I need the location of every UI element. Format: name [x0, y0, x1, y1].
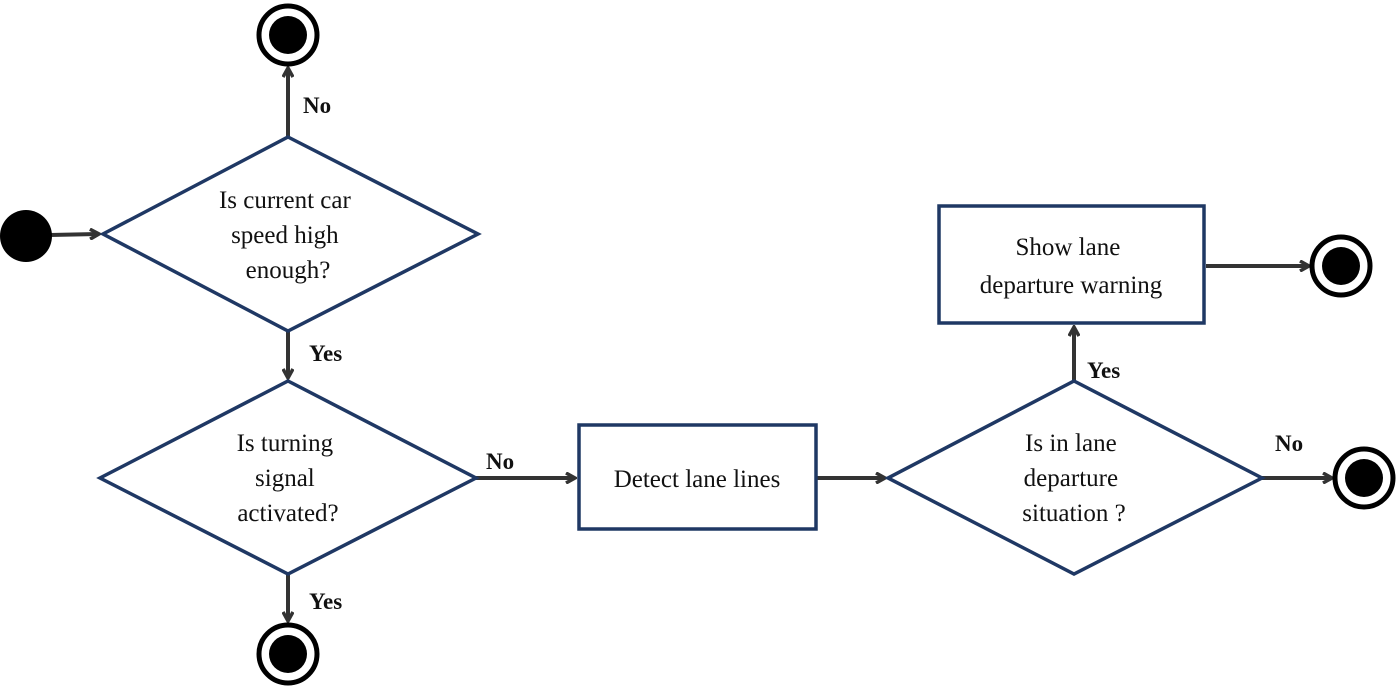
decision-speed-line-3: enough? [246, 257, 331, 284]
label-departure-no: No [1275, 431, 1303, 456]
decision-speed: Is current car speed high enough? [99, 135, 482, 333]
label-speed-no: No [303, 93, 331, 118]
start-node [0, 210, 52, 262]
svg-text:Is in lane departure: Is in lane departure situation ? [1022, 430, 1125, 527]
svg-text:Is turning signal: Is turning signal activated? [237, 430, 340, 527]
process-detect: Detect lane lines [577, 423, 818, 531]
decision-signal-line-2: signal [255, 465, 315, 492]
end-node-top [256, 3, 320, 67]
label-speed-yes: Yes [309, 341, 342, 366]
process-detect-line-1: Detect lane lines [614, 466, 781, 493]
process-warning: Show lane departure warning [937, 204, 1206, 325]
end-node-bottom [256, 622, 320, 686]
decision-speed-line-1: Is current car [219, 187, 352, 214]
edge-start-to-speed [49, 234, 98, 235]
label-signal-no: No [486, 449, 514, 474]
svg-text:Is current car speed hig: Is current car speed high enough? [219, 187, 357, 284]
end-node-right [1332, 446, 1396, 510]
decision-signal: Is turning signal activated? [96, 379, 480, 576]
decision-signal-line-1: Is turning [237, 430, 334, 457]
decision-departure-line-2: departure [1024, 465, 1118, 492]
decision-signal-line-3: activated? [237, 500, 338, 527]
process-warning-line-2: departure warning [980, 272, 1163, 299]
svg-text:Show lane departure warn: Show lane departure warning [980, 234, 1163, 299]
decision-departure-line-3: situation ? [1022, 500, 1125, 527]
svg-text:Detect lane lines: Detect lane lines [614, 466, 781, 493]
decision-speed-line-2: speed high [231, 222, 339, 249]
decision-departure-line-1: Is in lane [1025, 430, 1117, 457]
label-signal-yes: Yes [309, 589, 342, 614]
decision-departure: Is in lane departure situation ? [884, 379, 1266, 576]
label-departure-yes: Yes [1087, 358, 1120, 383]
end-node-warning [1309, 234, 1373, 298]
process-warning-line-1: Show lane [1015, 234, 1120, 261]
